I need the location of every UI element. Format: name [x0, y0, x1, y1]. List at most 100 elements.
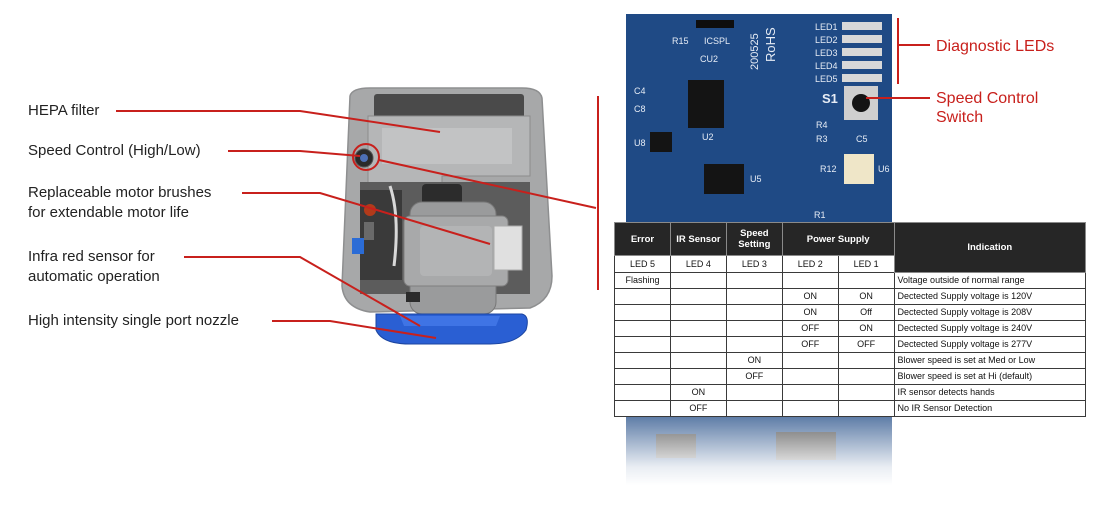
header-power-supply: Power Supply — [781, 222, 895, 256]
cell-led1: OFF — [837, 336, 895, 353]
cell-led2 — [781, 352, 839, 369]
subheader-led3: LED 3 — [725, 255, 783, 273]
label-s1: S1 — [822, 91, 838, 106]
cell-led3 — [725, 336, 783, 353]
header-indication: Indication — [893, 222, 1087, 273]
callout-nozzle: High intensity single port nozzle — [28, 312, 239, 329]
cell-led3: ON — [725, 352, 783, 369]
cell-led1: ON — [837, 320, 895, 337]
subheader-led5: LED 5 — [614, 255, 671, 273]
label-u8: U8 — [634, 138, 646, 148]
cell-led1: Off — [837, 304, 895, 321]
subheader-led2: LED 2 — [781, 255, 839, 273]
cell-led2: ON — [781, 304, 839, 321]
cell-led3: OFF — [725, 368, 783, 385]
hand-dryer-illustration — [341, 87, 553, 345]
cell-led5 — [614, 320, 671, 337]
label-cu2: CU2 — [700, 54, 719, 64]
label-led1: LED1 — [815, 22, 838, 32]
cell-indication: Blower speed is set at Hi (default) — [893, 368, 1087, 385]
cell-indication: Dectected Supply voltage is 120V — [893, 288, 1087, 305]
chip-u8 — [650, 132, 672, 152]
table-row: ON IR sensor detects hands — [614, 384, 1087, 401]
label-icspl: ICSPL — [704, 36, 731, 46]
cell-led3 — [725, 320, 783, 337]
cell-led5 — [614, 400, 671, 417]
cell-led1 — [837, 352, 895, 369]
cell-led1 — [837, 400, 895, 417]
label-u6: U6 — [878, 164, 890, 174]
cell-led5: Flashing — [614, 272, 671, 289]
cell-led2 — [781, 384, 839, 401]
led2-icon — [842, 35, 882, 43]
cell-led3 — [725, 288, 783, 305]
cell-led3 — [725, 272, 783, 289]
cell-led1 — [837, 368, 895, 385]
header-error: Error — [614, 222, 671, 256]
cell-led1 — [837, 384, 895, 401]
cell-led2 — [781, 400, 839, 417]
led5-icon — [842, 74, 882, 82]
led4-icon — [842, 61, 882, 69]
oscillator-icon — [844, 154, 874, 184]
cell-indication: Blower speed is set at Med or Low — [893, 352, 1087, 369]
callout-hepa-filter: HEPA filter — [28, 102, 100, 119]
cell-led2: OFF — [781, 320, 839, 337]
cell-led2: OFF — [781, 336, 839, 353]
cell-led5 — [614, 384, 671, 401]
table-row: ON Off Dectected Supply voltage is 208V — [614, 304, 1087, 321]
label-speed-switch-line2: Switch — [936, 109, 984, 126]
cell-led2 — [781, 272, 839, 289]
cell-led1: ON — [837, 288, 895, 305]
cell-led5 — [614, 352, 671, 369]
label-led5: LED5 — [815, 74, 838, 84]
cell-led4 — [669, 352, 727, 369]
led3-icon — [842, 48, 882, 56]
cell-led4 — [669, 368, 727, 385]
table-row: ON ON Dectected Supply voltage is 120V — [614, 288, 1087, 305]
label-c5: C5 — [856, 134, 868, 144]
cell-led4 — [669, 320, 727, 337]
cell-led5 — [614, 336, 671, 353]
table-row: OFF ON Dectected Supply voltage is 240V — [614, 320, 1087, 337]
cell-led2: ON — [781, 288, 839, 305]
label-r4: R4 — [816, 120, 828, 130]
cell-indication: No IR Sensor Detection — [893, 400, 1087, 417]
cell-led3 — [725, 384, 783, 401]
label-led3: LED3 — [815, 48, 838, 58]
label-r12: R12 — [820, 164, 837, 174]
cell-indication: Dectected Supply voltage is 240V — [893, 320, 1087, 337]
table-row: ON Blower speed is set at Med or Low — [614, 352, 1087, 369]
label-date-code: 200525 — [749, 33, 761, 70]
table-row: OFF OFF Dectected Supply voltage is 277V — [614, 336, 1087, 353]
label-speed-switch-line1: Speed Control — [936, 90, 1039, 107]
cell-indication: Dectected Supply voltage is 277V — [893, 336, 1087, 353]
cell-indication: IR sensor detects hands — [893, 384, 1087, 401]
cell-led4 — [669, 272, 727, 289]
cell-led4: OFF — [669, 400, 727, 417]
label-u5: U5 — [750, 174, 762, 184]
led-diagnostic-table: Error IR Sensor Speed Setting Power Supp… — [614, 222, 1087, 417]
cell-led1 — [837, 272, 895, 289]
label-r3: R3 — [816, 134, 828, 144]
subheader-led1: LED 1 — [837, 255, 895, 273]
cell-led4: ON — [669, 384, 727, 401]
label-c4: C4 — [634, 86, 646, 96]
table-row: OFF No IR Sensor Detection — [614, 400, 1087, 417]
label-rohs: RoHS — [763, 27, 778, 62]
cell-led2 — [781, 368, 839, 385]
cell-led3 — [725, 304, 783, 321]
led1-icon — [842, 22, 882, 30]
chip-u2 — [688, 80, 724, 128]
cell-led4 — [669, 304, 727, 321]
chip-u5 — [704, 164, 744, 194]
callout-motor-brushes-line1: Replaceable motor brushes — [28, 184, 212, 201]
label-led4: LED4 — [815, 61, 838, 71]
cell-led5 — [614, 368, 671, 385]
callout-speed-control: Speed Control (High/Low) — [28, 142, 201, 159]
cell-indication: Voltage outside of normal range — [893, 272, 1087, 289]
cell-led3 — [725, 400, 783, 417]
cell-led5 — [614, 304, 671, 321]
callout-infrared-line2: automatic operation — [28, 268, 160, 285]
callout-motor-brushes-line2: for extendable motor life — [28, 204, 189, 221]
